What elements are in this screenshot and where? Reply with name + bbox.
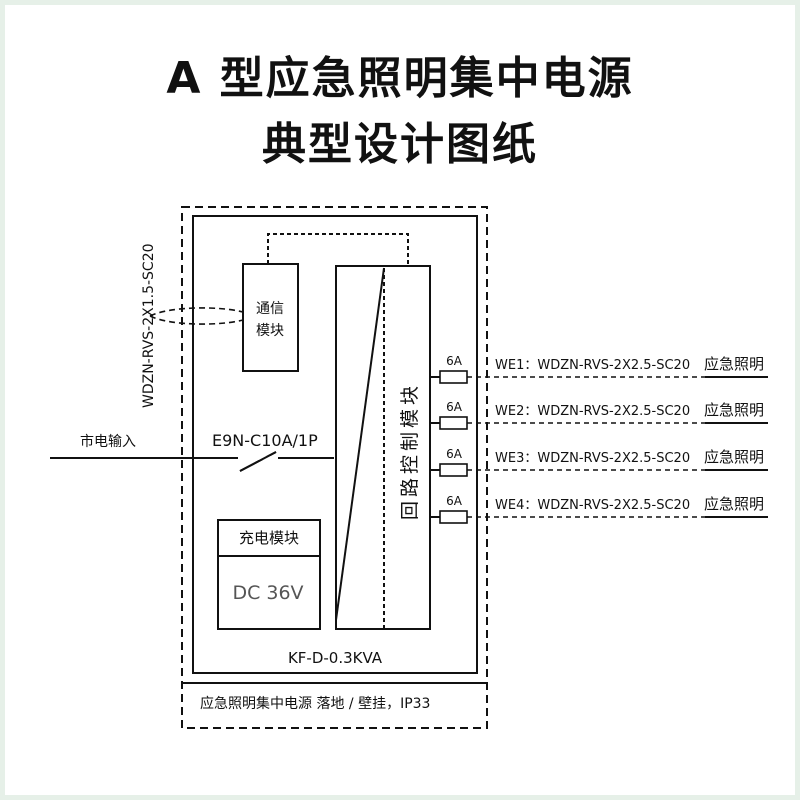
mains-input-label: 市电输入 (80, 433, 136, 450)
drawing-canvas (5, 5, 795, 795)
comm-cable-bundle (149, 307, 244, 325)
fuse-rating-4: 6A (446, 494, 463, 508)
output-cable-label-3: WE3：WDZN-RVS-2X2.5-SC20 (495, 451, 690, 466)
output-cable-label-2: WE2：WDZN-RVS-2X2.5-SC20 (495, 404, 690, 419)
load-label-1: 应急照明 (704, 355, 764, 373)
load-label-2: 应急照明 (704, 401, 764, 419)
footer-label: 应急照明集中电源 落地 / 壁挂，IP33 (200, 695, 430, 712)
fuse-3 (439, 463, 468, 477)
control-module-label: 回路控制模块 (399, 382, 421, 520)
comm-cable-label: WDZN-RVS-2X1.5-SC20 (141, 243, 157, 408)
title-line-2: 典型设计图纸 (262, 119, 538, 170)
fuse-rating-1: 6A (446, 354, 463, 368)
load-label-4: 应急照明 (704, 495, 764, 513)
comm-link-dashed (267, 233, 409, 266)
fuse-rating-2: 6A (446, 400, 463, 414)
fuse-1 (439, 370, 468, 384)
output-cable-label-1: WE1：WDZN-RVS-2X2.5-SC20 (495, 358, 690, 373)
charging-module-label: 充电模块 (239, 529, 299, 547)
fuse-rating-3: 6A (446, 447, 463, 461)
comm-module-box (242, 263, 299, 372)
fuse-2 (439, 416, 468, 430)
title-line-1: A 型应急照明集中电源 (166, 53, 634, 104)
load-label-3: 应急照明 (704, 448, 764, 466)
fuse-4 (439, 510, 468, 524)
outer-enclosure (181, 206, 488, 729)
battery-voltage-label: DC 36V (232, 582, 303, 604)
control-diagonal (335, 267, 385, 621)
breaker-label: E9N-C10A/1P (212, 431, 318, 450)
cabinet-box (192, 215, 478, 674)
output-cable-label-4: WE4：WDZN-RVS-2X2.5-SC20 (495, 498, 690, 513)
model-label: KF-D-0.3KVA (288, 649, 383, 667)
charging-module-box (217, 519, 321, 630)
comm-module-label-1: 通信 (256, 301, 284, 317)
comm-module-label-2: 模块 (256, 323, 284, 339)
control-module-box (335, 265, 431, 630)
